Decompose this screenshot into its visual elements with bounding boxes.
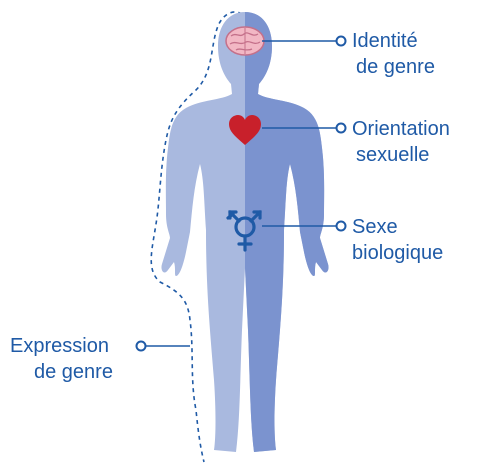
- identity-label-line1: Identité: [352, 28, 435, 54]
- brain-icon: [226, 27, 264, 55]
- orientation-label: Orientation sexuelle: [352, 116, 450, 168]
- identity-endpoint: [337, 37, 346, 46]
- sex-label: Sexe biologique: [352, 214, 443, 266]
- expression-label-line2: de genre: [34, 359, 113, 385]
- sex-label-line1: Sexe: [352, 214, 443, 240]
- expression-label: Expression de genre: [10, 333, 113, 385]
- orientation-endpoint: [337, 124, 346, 133]
- identity-label: Identité de genre: [352, 28, 435, 80]
- expression-endpoint: [137, 342, 146, 351]
- orientation-label-line1: Orientation: [352, 116, 450, 142]
- orientation-label-line2: sexuelle: [356, 142, 450, 168]
- expression-label-line1: Expression: [10, 333, 113, 359]
- identity-label-line2: de genre: [356, 54, 435, 80]
- sex-label-line2: biologique: [352, 240, 443, 266]
- sex-endpoint: [337, 222, 346, 231]
